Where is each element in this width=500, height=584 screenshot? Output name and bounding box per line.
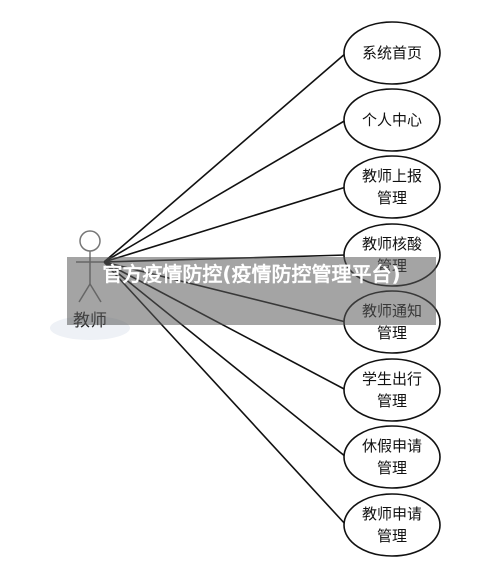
use-case-ellipse — [343, 425, 441, 489]
use-case-ellipse — [343, 358, 441, 422]
connector-uc3 — [103, 186, 347, 263]
use-case-label: 个人中心 — [362, 111, 422, 129]
use-case-ellipse — [343, 155, 441, 219]
use-case-label: 休假申请 — [362, 437, 422, 455]
use-case-label: 教师申请 — [362, 505, 422, 523]
connector-uc2 — [103, 119, 347, 263]
use-case-label: 教师核酸 — [362, 235, 422, 253]
watermark-text: 官方疫情防控(疫情防控管理平台) — [102, 262, 401, 286]
use-case-label: 管理 — [377, 189, 407, 207]
use-case-uc1: 系统首页 — [343, 21, 441, 85]
use-case-label: 系统首页 — [362, 44, 422, 62]
use-case-ellipse — [343, 493, 441, 557]
connector-uc1 — [103, 52, 347, 263]
use-case-label: 管理 — [377, 527, 407, 545]
use-case-label: 管理 — [377, 324, 407, 342]
use-case-uc2: 个人中心 — [343, 88, 441, 152]
actor-head — [79, 230, 101, 252]
use-case-label: 管理 — [377, 392, 407, 410]
use-case-label: 学生出行 — [362, 370, 422, 388]
use-case-label: 管理 — [377, 459, 407, 477]
watermark-banner: 官方疫情防控(疫情防控管理平台) — [67, 257, 436, 325]
use-case-ellipse — [343, 21, 441, 85]
use-case-ellipse — [343, 88, 441, 152]
use-case-label: 教师上报 — [362, 167, 422, 185]
